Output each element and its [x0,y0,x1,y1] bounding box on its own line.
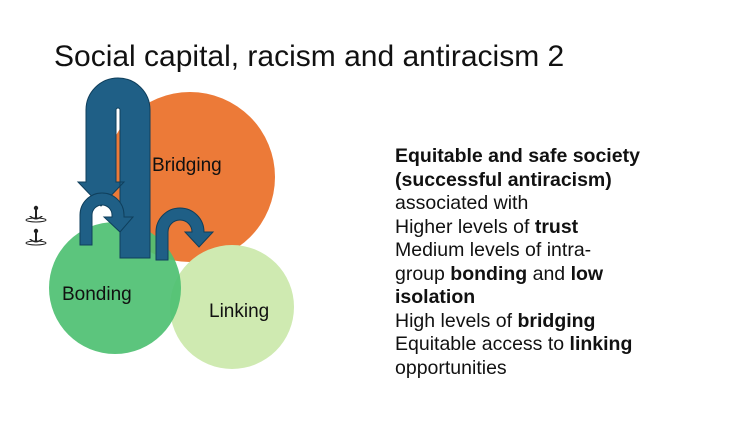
linking-line: Equitable access to linking [395,333,633,355]
bonding-line-1: Medium levels of intra- [395,239,592,261]
bonding-loop-arrow [79,192,135,246]
bridging-label: Bridging [152,155,222,176]
linking-label: Linking [209,301,269,322]
isolation-line: isolation [395,286,476,308]
opportunities-line: opportunities [395,356,507,379]
bridging-line: High levels of bridging [395,309,596,332]
associated-line: associated with [395,192,529,214]
description-text: Equitable and safe society (successful a… [395,145,725,380]
anchor-icon [25,228,47,246]
bonding-line-2: group bonding and low [395,262,604,285]
large-uturn-arrow [76,77,151,259]
trust-line: Higher levels of trust [395,215,579,238]
bonding-label: Bonding [62,284,132,305]
anchor-icon [25,205,47,223]
heading-line-1: Equitable and safe society [395,145,640,167]
linking-loop-arrow [155,207,215,261]
linking-circle [170,245,294,369]
slide-title: Social capital, racism and antiracism 2 [54,40,565,73]
heading-line-2: (successful antiracism) [395,168,612,191]
